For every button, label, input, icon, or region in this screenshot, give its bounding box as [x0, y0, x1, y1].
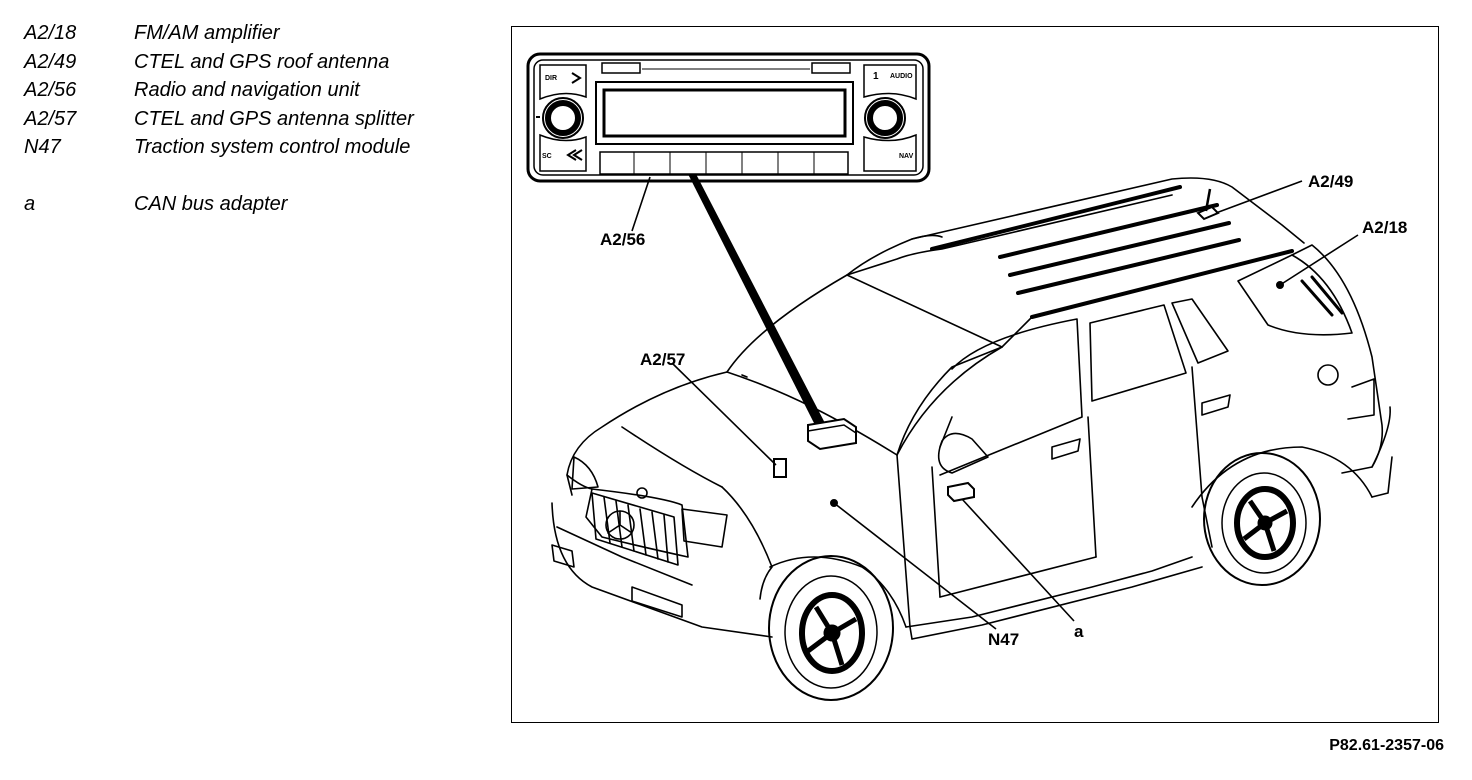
callout-a2-49: A2/49 [1308, 172, 1353, 191]
legend-code: N47 [24, 136, 61, 158]
callout-a: a [1074, 622, 1084, 641]
radio-nav-button: NAV [899, 153, 914, 160]
vehicle-body [551, 177, 1393, 640]
callout-a2-57: A2/57 [640, 350, 685, 369]
component-markers [773, 188, 1284, 507]
radio-dir-button: DIR [545, 75, 557, 82]
front-wheel [768, 555, 894, 701]
vehicle-diagram: DIR AUDIO SC NAV 1 [526, 52, 1407, 701]
rear-wheel [1203, 452, 1321, 586]
diagram-frame: DIR AUDIO SC NAV 1 [511, 26, 1439, 723]
radio-sc-button: SC [542, 153, 552, 160]
legend-description: CTEL and GPS antenna splitter [134, 107, 414, 130]
callout-n47: N47 [988, 630, 1019, 649]
radio-one-button: 1 [873, 71, 879, 82]
radio-location-beam [688, 174, 827, 429]
legend-code: A2/18 [24, 22, 77, 44]
callout-a2-18: A2/18 [1362, 218, 1407, 237]
legend-code: A2/57 [24, 107, 77, 130]
legend-description: FM/AM amplifier [134, 22, 280, 44]
radio-navigation-unit [526, 52, 931, 183]
legend-code: A2/49 [24, 50, 77, 73]
legend-code: a [24, 192, 36, 215]
figure-id: P82.61-2357-06 [1329, 737, 1444, 754]
callout-a2-56: A2/56 [600, 230, 645, 249]
legend-description: Radio and navigation unit [134, 79, 360, 101]
legend-description: Traction system control module [134, 136, 411, 158]
legend-description: CTEL and GPS roof antenna [134, 50, 390, 73]
callout-leaders [631, 176, 1359, 630]
legend-code: A2/56 [24, 79, 77, 101]
legend-description: CAN bus adapter [134, 192, 288, 215]
radio-audio-button: AUDIO [890, 73, 913, 80]
